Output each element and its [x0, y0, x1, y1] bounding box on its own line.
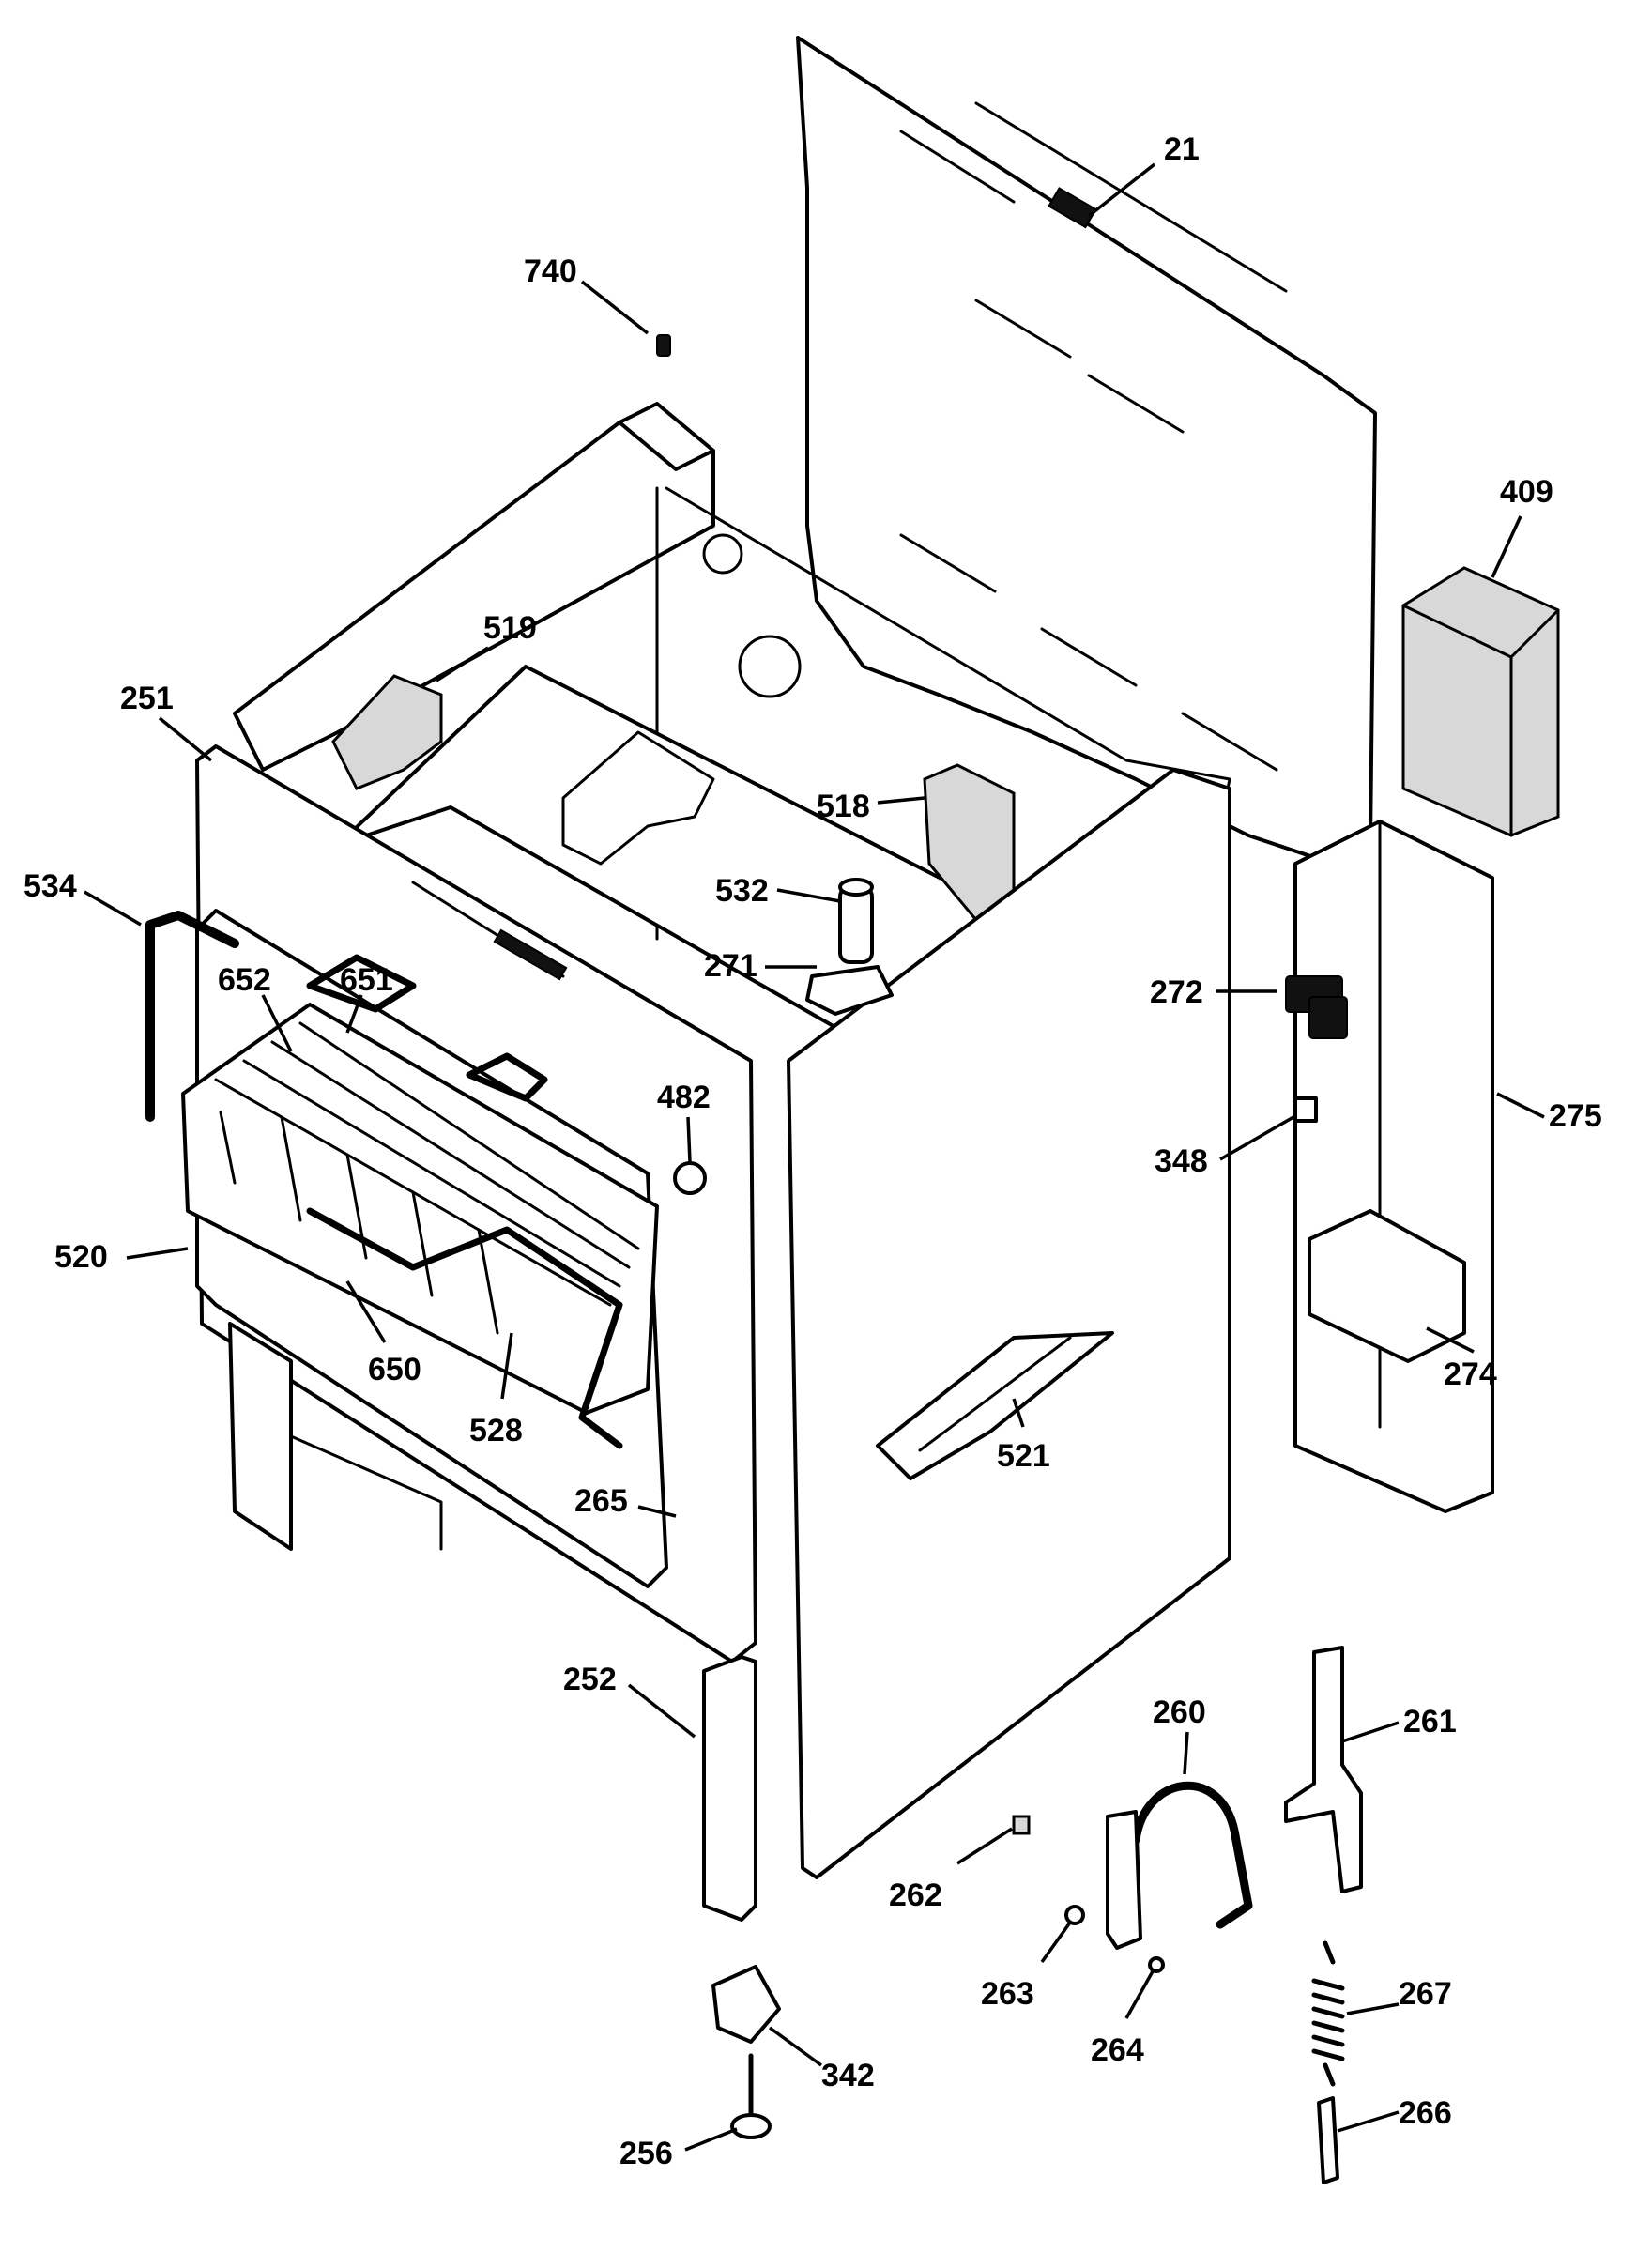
lower-frame[interactable] — [228, 1322, 443, 1551]
hinge-260[interactable] — [1106, 1781, 1253, 1950]
callout-label: 275 — [1549, 1098, 1602, 1134]
callout-label: 520 — [54, 1239, 108, 1275]
leveling-leg-256[interactable] — [730, 2053, 772, 2139]
callout-label: 342 — [821, 2058, 875, 2093]
callout-label: 651 — [340, 962, 393, 998]
thermostat-bulb[interactable] — [838, 878, 874, 964]
callout-label: 262 — [889, 1878, 942, 1913]
spring-267[interactable] — [1311, 1940, 1345, 2087]
callout-256: 256 — [620, 2127, 738, 2171]
terminal-block-409[interactable] — [1401, 566, 1560, 837]
callout-652: 652 — [218, 962, 293, 1052]
side-panel-part[interactable] — [787, 768, 1231, 1879]
broil-element[interactable] — [306, 954, 548, 1102]
back-cover-275[interactable] — [1293, 820, 1494, 1513]
oven-rack[interactable] — [181, 1003, 659, 1415]
screw-263[interactable] — [1064, 1905, 1085, 1925]
callout-274: 274 — [1426, 1326, 1497, 1392]
door-gasket[interactable] — [145, 911, 239, 1122]
callout-21: 21 — [1087, 131, 1200, 218]
callout-label: 519 — [483, 610, 537, 646]
callout-271: 271 — [704, 948, 817, 984]
callout-label: 256 — [620, 2136, 673, 2171]
callout-label: 251 — [120, 681, 174, 716]
callout-label: 264 — [1091, 2032, 1144, 2068]
callout-740: 740 — [524, 253, 650, 335]
callout-label: 409 — [1500, 474, 1553, 510]
callout-534: 534 — [23, 868, 142, 927]
bracket-348[interactable] — [1293, 1096, 1318, 1123]
leveling-bracket-342[interactable] — [711, 1965, 781, 2044]
callout-262: 262 — [889, 1827, 1013, 1913]
cabinet-top-frame[interactable] — [233, 402, 1231, 941]
callout-260: 260 — [1153, 1694, 1206, 1775]
hinge-261[interactable] — [1284, 1646, 1363, 1893]
bottom-tray-274[interactable] — [1308, 1209, 1466, 1363]
callout-label: 532 — [715, 873, 769, 909]
callout-label: 652 — [218, 962, 271, 998]
callout-342: 342 — [768, 2026, 875, 2093]
callout-409: 409 — [1491, 474, 1553, 578]
callout-482: 482 — [657, 1080, 711, 1163]
callout-label: 260 — [1153, 1694, 1206, 1730]
back-panel-part[interactable] — [796, 36, 1377, 866]
callout-263: 263 — [981, 1921, 1072, 2012]
callout-label: 265 — [574, 1483, 628, 1519]
callout-275: 275 — [1496, 1092, 1602, 1134]
callout-label: 534 — [23, 868, 77, 904]
callout-528: 528 — [469, 1332, 523, 1448]
callout-264: 264 — [1091, 1970, 1155, 2068]
callout-label: 528 — [469, 1413, 523, 1448]
callout-266: 266 — [1337, 2095, 1452, 2133]
callout-label: 348 — [1155, 1143, 1208, 1179]
callout-521: 521 — [997, 1398, 1050, 1474]
callout-520: 520 — [54, 1239, 189, 1275]
callout-518: 518 — [817, 789, 925, 824]
bake-element[interactable] — [306, 1207, 623, 1449]
hinge-support-252[interactable] — [702, 1655, 757, 1922]
callout-348: 348 — [1155, 1115, 1294, 1179]
thermostat-bracket-271[interactable] — [805, 965, 894, 1016]
callout-label: 518 — [817, 789, 870, 824]
vent-482[interactable] — [673, 1161, 707, 1195]
callout-label: 521 — [997, 1438, 1050, 1474]
callout-label: 252 — [563, 1662, 617, 1697]
callout-650: 650 — [345, 1280, 421, 1387]
callout-label: 274 — [1444, 1356, 1497, 1392]
switch-272[interactable] — [1285, 975, 1348, 1039]
callout-label: 266 — [1399, 2095, 1452, 2131]
callout-label: 650 — [368, 1352, 421, 1387]
callout-252: 252 — [563, 1662, 696, 1739]
callout-251: 251 — [120, 681, 213, 762]
link-266[interactable] — [1317, 2096, 1339, 2184]
nut-264[interactable] — [1148, 1956, 1165, 1973]
callout-label: 263 — [981, 1976, 1034, 2012]
clip-740[interactable] — [656, 334, 671, 357]
callout-label: 261 — [1403, 1704, 1457, 1740]
callout-label: 482 — [657, 1080, 711, 1115]
clip-262[interactable] — [1012, 1815, 1031, 1835]
callout-label: 267 — [1399, 1976, 1452, 2012]
callout-label: 271 — [704, 948, 757, 984]
callout-519: 519 — [436, 610, 537, 682]
callout-label: 21 — [1164, 131, 1200, 167]
callout-261: 261 — [1341, 1704, 1457, 1743]
callout-label: 272 — [1150, 974, 1203, 1010]
callout-651: 651 — [340, 962, 393, 1034]
callout-532: 532 — [715, 873, 841, 909]
callout-265: 265 — [574, 1483, 677, 1519]
callout-267: 267 — [1346, 1976, 1452, 2015]
insulation-519[interactable] — [331, 674, 443, 790]
callout-272: 272 — [1150, 974, 1277, 1010]
callout-label: 740 — [524, 253, 577, 289]
